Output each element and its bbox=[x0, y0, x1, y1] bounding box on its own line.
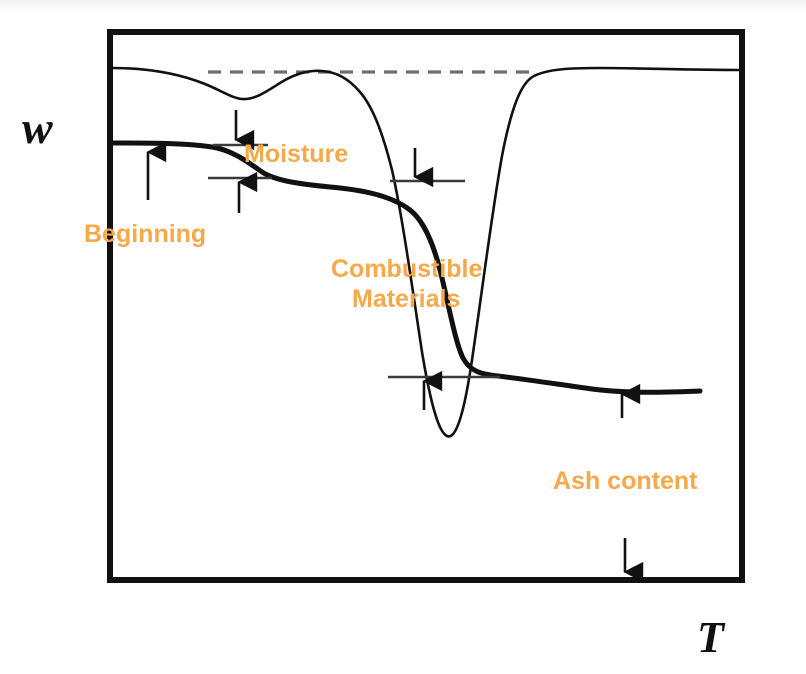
dtg-derivative-curve bbox=[110, 66, 740, 438]
label-moisture: Moisture bbox=[244, 140, 348, 168]
label-combustible-line2: Materials bbox=[352, 285, 460, 313]
y-axis-label: w bbox=[22, 102, 53, 153]
top-gradient-strip bbox=[0, 0, 806, 12]
x-axis-label: T bbox=[697, 613, 726, 662]
tg-mass-loss-curve bbox=[111, 140, 703, 395]
label-combustible-line1: Combustible bbox=[331, 255, 482, 283]
plot-frame bbox=[107, 29, 745, 583]
label-beginning: Beginning bbox=[84, 220, 206, 248]
label-ash-content: Ash content bbox=[553, 467, 698, 495]
